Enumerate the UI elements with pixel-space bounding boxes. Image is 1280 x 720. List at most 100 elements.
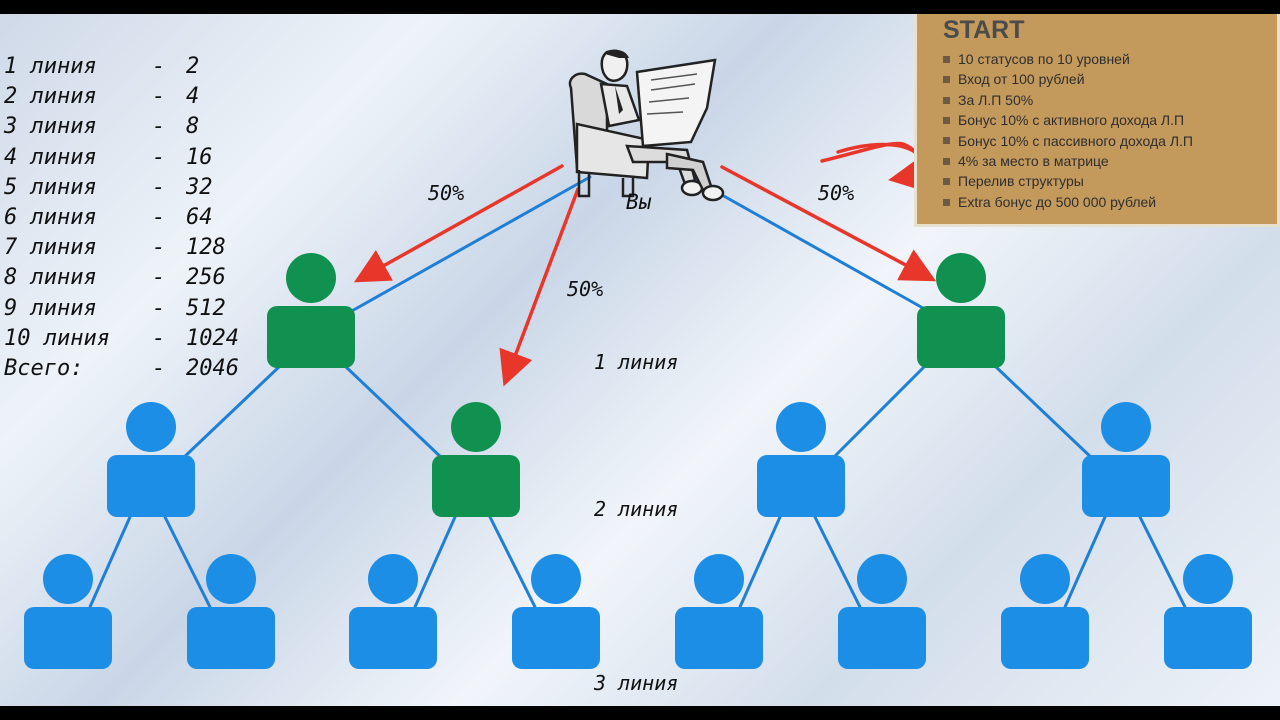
person-body — [349, 607, 437, 669]
line-count-label: 6 линия — [4, 204, 97, 230]
person-body — [917, 306, 1005, 368]
person-node-level1 — [267, 253, 355, 368]
square-bullet-icon — [943, 116, 950, 124]
start-feature-text: Вход от 100 рублей — [958, 71, 1085, 88]
connector-line — [1138, 515, 1187, 609]
connector-line — [178, 364, 282, 463]
person-body — [675, 607, 763, 669]
start-feature-item: Бонус 10% с пассивного дохода Л.П — [943, 131, 1277, 151]
line-count-value: 256 — [186, 265, 226, 291]
level-label-3: 3 линия — [594, 671, 679, 695]
connector-line — [738, 515, 782, 609]
person-head — [1183, 554, 1233, 604]
person-body — [24, 607, 112, 669]
start-feature-text: Перелив структуры — [958, 173, 1084, 190]
person-body — [107, 455, 195, 517]
connector-lines — [88, 175, 1187, 609]
person-body — [1001, 607, 1089, 669]
connector-line — [88, 515, 132, 609]
connector-line — [488, 515, 537, 609]
square-bullet-icon — [943, 137, 950, 145]
square-bullet-icon — [943, 55, 950, 63]
line-count-row: 4 линия -16 — [4, 143, 239, 173]
start-feature-item: Extra бонус до 500 000 рублей — [943, 192, 1277, 212]
person-body — [187, 607, 275, 669]
start-feature-item: За Л.П 50% — [943, 90, 1277, 110]
person-node-level3 — [187, 554, 275, 669]
line-count-dash: - — [152, 144, 166, 170]
person-node-level3 — [838, 554, 926, 669]
start-feature-item: Перелив структуры — [943, 171, 1277, 191]
person-node-level3 — [512, 554, 600, 669]
line-count-dash: - — [152, 114, 166, 140]
line-count-value: 32 — [186, 174, 213, 200]
line-count-label: Всего: — [4, 355, 84, 381]
line-count-label: 4 линия — [4, 144, 97, 170]
person-body — [1164, 607, 1252, 669]
line-count-label: 3 линия — [4, 114, 97, 140]
connector-line — [413, 515, 457, 609]
person-node-level2 — [107, 402, 195, 517]
level-label-1: 1 линия — [594, 350, 679, 374]
person-node-level3 — [1001, 554, 1089, 669]
level-label-2: 2 линия — [594, 497, 679, 521]
start-feature-item: Бонус 10% с активного дохода Л.П — [943, 110, 1277, 130]
person-body — [838, 607, 926, 669]
arrow-left — [353, 164, 564, 283]
square-bullet-icon — [943, 178, 950, 186]
bonus-arrows — [353, 141, 937, 387]
percent-label-left: 50% — [428, 181, 465, 205]
start-feature-item: 4% за место в матрице — [943, 151, 1277, 171]
person-head — [286, 253, 336, 303]
line-count-label: 7 линия — [4, 235, 97, 261]
line-count-value: 2046 — [186, 355, 239, 381]
line-count-dash: - — [152, 325, 166, 351]
line-count-dash: - — [152, 295, 166, 321]
person-node-level1 — [917, 253, 1005, 368]
person-nodes — [24, 253, 1252, 669]
start-feature-text: Extra бонус до 500 000 рублей — [958, 193, 1157, 210]
square-bullet-icon — [943, 76, 950, 84]
tree-diagram — [24, 49, 1252, 669]
person-head — [857, 554, 907, 604]
line-count-value: 512 — [186, 295, 226, 321]
person-node-level3 — [24, 554, 112, 669]
line-count-row: 8 линия-256 — [4, 263, 239, 293]
person-node-level3 — [1164, 554, 1252, 669]
person-body — [1082, 455, 1170, 517]
square-bullet-icon — [943, 198, 950, 206]
arrow-to-panel-stroke — [836, 142, 917, 154]
person-node-level3 — [675, 554, 763, 669]
line-count-dash: - — [152, 355, 166, 381]
line-count-row: 5 линия-32 — [4, 173, 239, 203]
line-count-dash: - — [152, 174, 166, 200]
line-count-value: 128 — [186, 235, 226, 261]
connector-line — [343, 364, 447, 463]
line-count-row: 9 линия-512 — [4, 294, 239, 324]
line-count-dash: - — [152, 235, 166, 261]
line-count-dash: - — [152, 265, 166, 291]
line-count-value: 16 — [186, 144, 213, 170]
line-count-row: 1 линия-2 — [4, 52, 239, 82]
line-count-label: 10 линия — [4, 325, 110, 351]
line-count-row: 7 линия -128 — [4, 233, 239, 263]
person-node-level2 — [432, 402, 520, 517]
line-count-value: 1024 — [186, 325, 239, 351]
line-count-row: 6 линия-64 — [4, 203, 239, 233]
percent-label-right: 50% — [818, 181, 855, 205]
start-feature-item: Вход от 100 рублей — [943, 69, 1277, 89]
person-head — [1101, 402, 1151, 452]
percent-label-center: 50% — [567, 277, 604, 301]
line-count-row: 2 линия-4 — [4, 82, 239, 112]
arrow-right — [720, 165, 937, 282]
connector-line — [163, 515, 212, 609]
connector-line — [828, 364, 927, 463]
person-body — [512, 607, 600, 669]
connector-line — [993, 364, 1097, 463]
person-body — [757, 455, 845, 517]
line-count-row: 10 линия -1024 — [4, 324, 239, 354]
connector-line — [1063, 515, 1107, 609]
